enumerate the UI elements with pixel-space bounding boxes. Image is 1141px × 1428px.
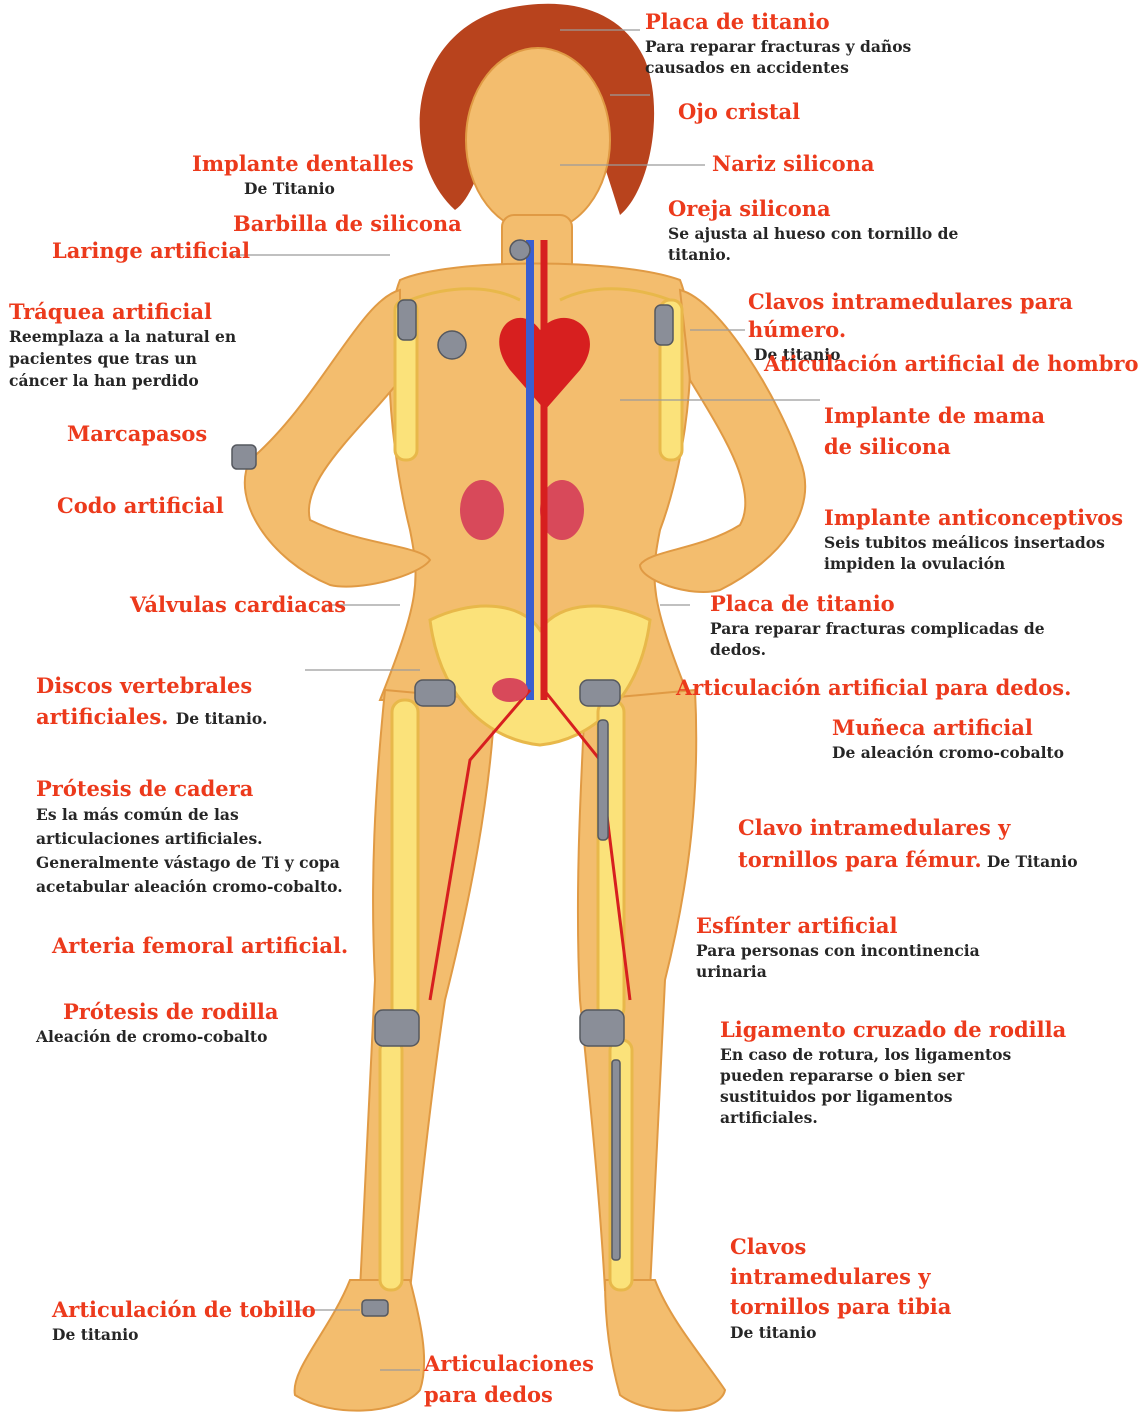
label-title: Clavos intramedulares y tornillos para t… xyxy=(730,1232,990,1322)
label-title: Articulación artificial para dedos. xyxy=(676,674,1071,702)
label-discos: Discos vertebrales artificiales. De tita… xyxy=(36,670,296,734)
label-laringe: Laringe artificial xyxy=(52,237,250,265)
label-marcapasos: Marcapasos xyxy=(67,420,207,448)
label-hombro: Aticulación artificial de hombro xyxy=(764,350,1138,378)
label-title: Clavo intramedulares y tornillos para fé… xyxy=(738,815,1010,872)
label-desc: Reemplaza a la natural en pacientes que … xyxy=(9,326,254,392)
label-title: Laringe artificial xyxy=(52,237,250,265)
label-protesis-rodilla: Prótesis de rodilla Aleación de cromo-co… xyxy=(63,998,279,1047)
label-title: Placa de titanio xyxy=(710,590,1060,618)
label-title: Implante dentalles xyxy=(192,150,414,178)
label-title: Arteria femoral artificial. xyxy=(52,932,348,960)
label-articulacion-dedos: Articulación artificial para dedos. xyxy=(676,674,1071,702)
label-title: Implante de mama de silicona xyxy=(824,400,1074,462)
label-desc: De Titanio xyxy=(987,852,1078,871)
label-title: Clavos intramedulares para húmero. xyxy=(748,288,1141,344)
label-desc: De aleación cromo-cobalto xyxy=(832,742,1064,763)
label-title: Nariz silicona xyxy=(712,150,875,178)
label-title: Articulación de tobillo xyxy=(52,1296,316,1324)
label-oreja-silicona: Oreja silicona Se ajusta al hueso con to… xyxy=(668,195,968,265)
label-valvulas: Válvulas cardiacas xyxy=(130,591,346,619)
label-desc: Para reparar fracturas complicadas de de… xyxy=(710,618,1060,660)
label-title: Oreja silicona xyxy=(668,195,968,223)
label-title: Muñeca artificial xyxy=(832,714,1064,742)
label-esfinter: Esfínter artificial Para personas con in… xyxy=(696,912,996,982)
label-nariz-silicona: Nariz silicona xyxy=(712,150,875,178)
label-title: Prótesis de cadera xyxy=(36,775,366,803)
label-title: Barbilla de silicona xyxy=(233,210,462,238)
label-barbilla: Barbilla de silicona xyxy=(233,210,462,238)
label-desc: De Titanio xyxy=(192,178,414,199)
label-ojo-cristal: Ojo cristal xyxy=(678,98,800,126)
label-desc: Seis tubitos meálicos insertados impiden… xyxy=(824,532,1114,574)
label-title: Codo artificial xyxy=(57,492,224,520)
label-desc: De titanio xyxy=(730,1322,990,1343)
label-tobillo: Articulación de tobillo De titanio xyxy=(52,1296,316,1345)
label-title: Válvulas cardiacas xyxy=(130,591,346,619)
label-desc: De titanio xyxy=(52,1324,316,1345)
label-ligamento: Ligamento cruzado de rodilla En caso de … xyxy=(720,1016,1066,1128)
label-arteria-femoral: Arteria femoral artificial. xyxy=(52,932,348,960)
label-title: Articulaciones para dedos xyxy=(424,1348,594,1410)
label-implante-dental: Implante dentalles De Titanio xyxy=(192,150,414,199)
label-desc: Se ajusta al hueso con tornillo de titan… xyxy=(668,223,968,265)
label-title: Ojo cristal xyxy=(678,98,800,126)
label-codo: Codo artificial xyxy=(57,492,224,520)
label-desc: De titanio. xyxy=(176,709,268,728)
label-title: Aticulación artificial de hombro xyxy=(764,350,1138,378)
label-cadera: Prótesis de cadera Es la más común de la… xyxy=(36,775,366,899)
label-title: Tráquea artificial xyxy=(9,298,259,326)
label-articulaciones-dedos-pie: Articulaciones para dedos xyxy=(424,1348,594,1410)
label-muneca: Muñeca artificial De aleación cromo-coba… xyxy=(832,714,1064,763)
label-title: Esfínter artificial xyxy=(696,912,996,940)
label-implante-mama: Implante de mama de silicona xyxy=(824,400,1074,462)
label-placa-titanio-cabeza: Placa de titanio Para reparar fracturas … xyxy=(645,8,925,78)
label-title: Placa de titanio xyxy=(645,8,925,36)
label-title: Implante anticonceptivos xyxy=(824,504,1124,532)
label-title: Prótesis de rodilla xyxy=(63,998,279,1026)
label-desc: Aleación de cromo-cobalto xyxy=(36,1026,279,1047)
label-placa-titanio-dedos: Placa de titanio Para reparar fracturas … xyxy=(710,590,1060,660)
label-desc: En caso de rotura, los ligamentos pueden… xyxy=(720,1044,1055,1128)
label-tibia: Clavos intramedulares y tornillos para t… xyxy=(730,1232,990,1343)
label-traquea: Tráquea artificial Reemplaza a la natura… xyxy=(9,298,259,392)
label-desc: Es la más común de las articulaciones ar… xyxy=(36,803,361,899)
label-title: Ligamento cruzado de rodilla xyxy=(720,1016,1066,1044)
label-anticonceptivos: Implante anticonceptivos Seis tubitos me… xyxy=(824,504,1124,574)
label-clavo-femur: Clavo intramedulares y tornillos para fé… xyxy=(738,814,1098,878)
label-desc: Para personas con incontinencia urinaria xyxy=(696,940,996,982)
label-desc: Para reparar fracturas y daños causados … xyxy=(645,36,925,78)
label-title: Marcapasos xyxy=(67,420,207,448)
label-title-wrap: Discos vertebrales artificiales. De tita… xyxy=(36,670,296,734)
